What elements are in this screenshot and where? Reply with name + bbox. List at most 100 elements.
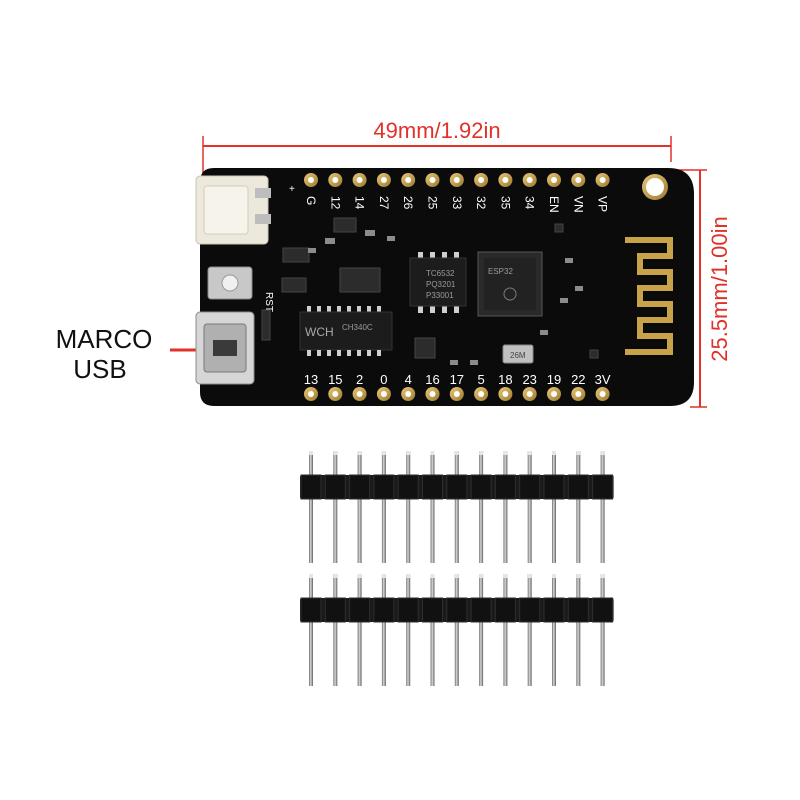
header-segment (349, 597, 371, 623)
header-segment (494, 474, 516, 500)
header-pin (479, 451, 484, 563)
usb-chip-text: CH340C (342, 323, 373, 332)
regulator-text-2: PQ3201 (426, 280, 456, 289)
header-segment (446, 597, 468, 623)
bottom-pin-label: 22 (571, 372, 585, 387)
header-pin-tip (600, 574, 605, 578)
pad-top (595, 173, 610, 187)
usb-chip-pins-top (307, 306, 381, 312)
pad-top (352, 173, 367, 187)
header-pin-tip (552, 574, 556, 578)
top-pin-label: 34 (523, 196, 537, 210)
header-pin-tip (357, 574, 362, 578)
regulator-chip: TC6532 PQ3201 P33001 (409, 252, 467, 313)
usb-callout: MARCO USB (56, 324, 200, 384)
header-pin (406, 574, 411, 686)
header-segment (543, 474, 565, 500)
bottom-pin-label: 3V (595, 372, 611, 387)
passives (308, 230, 583, 365)
header-segment (422, 597, 443, 623)
bottom-pin-pads (304, 387, 610, 401)
header-pin-tip (527, 574, 532, 578)
pad-bottom (474, 387, 489, 401)
height-dimension: 25.5mm/1.00in (670, 169, 732, 408)
header-pin-tip (381, 451, 386, 455)
header-pin (503, 451, 508, 563)
width-label: 49mm/1.92in (373, 118, 500, 143)
header-segment (567, 474, 589, 500)
header-pin (454, 574, 459, 686)
bottom-pin-label: 13 (304, 372, 318, 387)
top-pin-label: VP (596, 196, 610, 212)
pad-top (376, 173, 391, 187)
usb-label-line2: USB (73, 354, 126, 384)
regulator-text-1: TC6532 (426, 269, 455, 278)
pcb-board: + RST (195, 168, 694, 406)
header-segment (324, 474, 346, 500)
pad-top (474, 173, 489, 187)
battery-connector: + (195, 175, 295, 245)
header-pin (333, 451, 338, 563)
header-segment (519, 597, 541, 623)
micro-usb-port (195, 311, 255, 385)
header-pin (309, 451, 313, 563)
top-pin-label: G (304, 196, 318, 205)
header-segment (592, 474, 614, 500)
header-segment (397, 474, 419, 500)
header-segment (446, 474, 468, 500)
pad-bottom (376, 387, 391, 401)
header-pin-tip (333, 574, 338, 578)
header-pin (600, 574, 605, 686)
top-pin-label: VN (571, 196, 585, 213)
top-pin-label: 26 (401, 196, 415, 210)
header-pin-tip (503, 574, 508, 578)
header-pin (479, 574, 484, 686)
header-pin (357, 451, 362, 563)
pad-top (425, 173, 440, 187)
header-pin (503, 574, 508, 686)
top-pin-label: 27 (377, 196, 391, 210)
header-pin (309, 574, 313, 686)
header-pin-tip (479, 451, 484, 455)
bottom-pin-label: 17 (450, 372, 464, 387)
bottom-pin-label: 0 (380, 372, 387, 387)
header-segment (397, 597, 419, 623)
top-pin-label: 33 (450, 196, 464, 210)
header-segment (592, 597, 614, 623)
header-pin (600, 451, 605, 563)
pad-bottom (352, 387, 367, 401)
usb-chip-pins-bottom (307, 350, 381, 356)
esp32-text: ESP32 (488, 267, 513, 276)
header-pin (381, 451, 386, 563)
header-pin-tip (406, 574, 411, 578)
header-pin-tip (454, 451, 459, 455)
bottom-pin-label: 19 (547, 372, 561, 387)
pad-top (571, 173, 586, 187)
pad-bottom (498, 387, 513, 401)
header-pin-tip (333, 451, 338, 455)
bottom-pin-label: 5 (477, 372, 484, 387)
header-pin-tip (309, 574, 313, 578)
usb-label-line1: MARCO (56, 324, 153, 354)
header-pin (454, 451, 459, 563)
pad-bottom (547, 387, 561, 401)
pin-header-1 (300, 451, 614, 563)
crystal: 26M (502, 344, 534, 364)
width-dimension: 49mm/1.92in (202, 118, 672, 178)
header-pin (552, 451, 556, 563)
header-pin-tip (576, 574, 581, 578)
pad-top (401, 173, 416, 187)
esp32-chip: ESP32 (477, 251, 543, 317)
pad-bottom (595, 387, 610, 401)
header-segment (422, 474, 443, 500)
header-pin-tip (430, 451, 435, 455)
pad-bottom (328, 387, 343, 401)
crystal-text: 26M (510, 351, 526, 360)
battery-plus-label: + (289, 184, 295, 195)
pad-bottom (401, 387, 416, 401)
header-segment (470, 474, 492, 500)
header-segment (470, 597, 492, 623)
